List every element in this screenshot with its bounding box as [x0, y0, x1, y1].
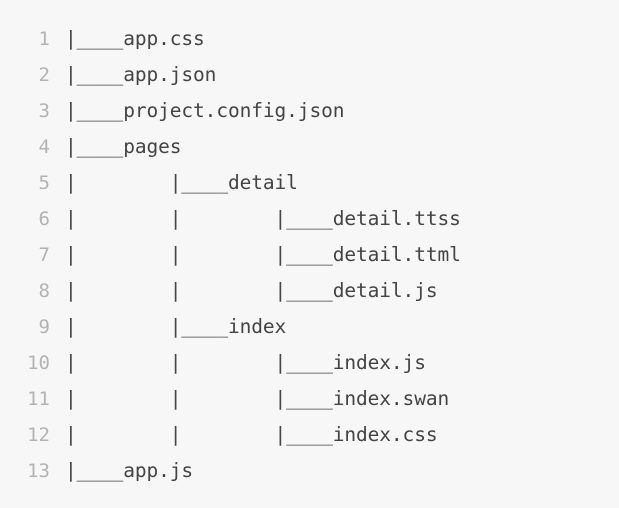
line-content: | | |____index.swan — [65, 387, 450, 410]
line-content: | |____detail — [65, 171, 298, 194]
line-content: | | |____detail.js — [65, 279, 438, 302]
line-number: 4 — [38, 136, 50, 158]
code-line: 12 | | |____index.css — [0, 417, 619, 453]
code-line: 8 | | |____detail.js — [0, 273, 619, 309]
code-line: 10 | | |____index.js — [0, 345, 619, 381]
line-content: | | |____index.js — [65, 351, 426, 374]
code-line: 6 | | |____detail.ttss — [0, 201, 619, 237]
code-line: 1 |____app.css — [0, 21, 619, 57]
code-line: 3 |____project.config.json — [0, 93, 619, 129]
code-line: 5 | |____detail — [0, 165, 619, 201]
line-number: 1 — [38, 28, 50, 50]
code-line: 7 | | |____detail.ttml — [0, 237, 619, 273]
code-line: 11 | | |____index.swan — [0, 381, 619, 417]
line-number: 13 — [27, 460, 50, 482]
line-content: |____app.json — [65, 63, 217, 86]
code-line: 13 |____app.js — [0, 453, 619, 489]
line-content: | |____index — [65, 315, 287, 338]
line-number: 7 — [38, 244, 50, 266]
line-number: 11 — [27, 388, 50, 410]
line-content: |____project.config.json — [65, 99, 345, 122]
line-number: 5 — [38, 172, 50, 194]
line-number: 9 — [38, 316, 50, 338]
line-number: 8 — [38, 280, 50, 302]
line-number: 12 — [27, 424, 50, 446]
line-number: 2 — [38, 64, 50, 86]
code-line: 9 | |____index — [0, 309, 619, 345]
line-content: |____app.css — [65, 27, 205, 50]
line-content: |____pages — [65, 135, 182, 158]
line-content: | | |____detail.ttml — [65, 243, 461, 266]
code-line: 4 |____pages — [0, 129, 619, 165]
line-number: 10 — [27, 352, 50, 374]
code-line: 2 |____app.json — [0, 57, 619, 93]
line-number: 3 — [38, 100, 50, 122]
line-content: |____app.js — [65, 459, 194, 482]
line-content: | | |____index.css — [65, 423, 438, 446]
line-number: 6 — [38, 208, 50, 230]
line-content: | | |____detail.ttss — [65, 207, 461, 230]
